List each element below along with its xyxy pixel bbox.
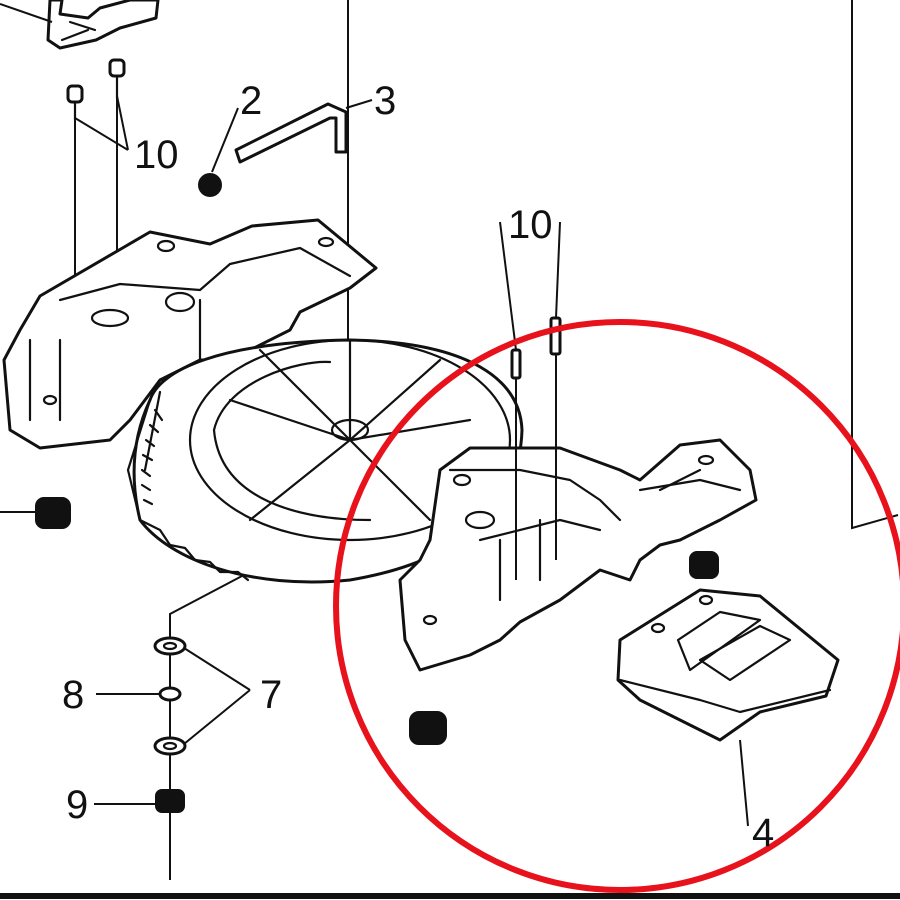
right-base-support [398,438,758,672]
callout-label-8: 8 [62,673,84,717]
callout-label-3: 3 [374,79,396,123]
callout-label-7: 7 [260,673,282,717]
callout-label-9: 9 [66,783,88,827]
callout-label-2: 2 [240,79,262,123]
callout-label-4: 4 [752,811,774,855]
fastener-stack-7-8-9 [94,575,251,880]
hex-key-part-3 [234,99,373,164]
callout-label-10-right: 10 [508,203,553,247]
nut-left-middle [0,497,71,529]
callout-label-10-left: 10 [134,133,179,177]
nut-right [689,551,719,579]
vertical-leader-right [851,0,899,530]
highlight-circle [333,319,900,893]
top-left-partial-part [0,0,160,50]
screw-pair-left [66,58,129,290]
base-pad-part-4 [616,588,840,827]
nut-bottom-center [409,711,447,745]
nut-part-2 [198,107,239,197]
